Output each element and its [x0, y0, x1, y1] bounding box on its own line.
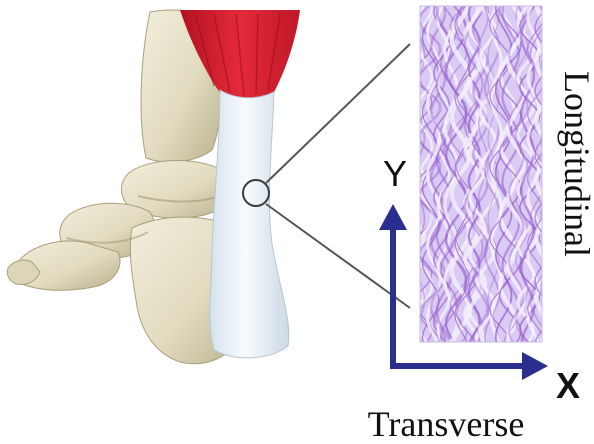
achilles-tendon	[210, 90, 289, 358]
y-axis-arrowhead	[379, 204, 407, 230]
y-axis-label: Y	[383, 153, 407, 194]
x-axis-arrowhead	[522, 352, 548, 380]
transverse-label: Transverse	[368, 404, 525, 444]
histology-image	[408, 2, 563, 350]
collagen-fiber	[542, 2, 555, 350]
x-axis-label: X	[556, 365, 580, 406]
longitudinal-label: Longitudinal	[557, 71, 594, 257]
